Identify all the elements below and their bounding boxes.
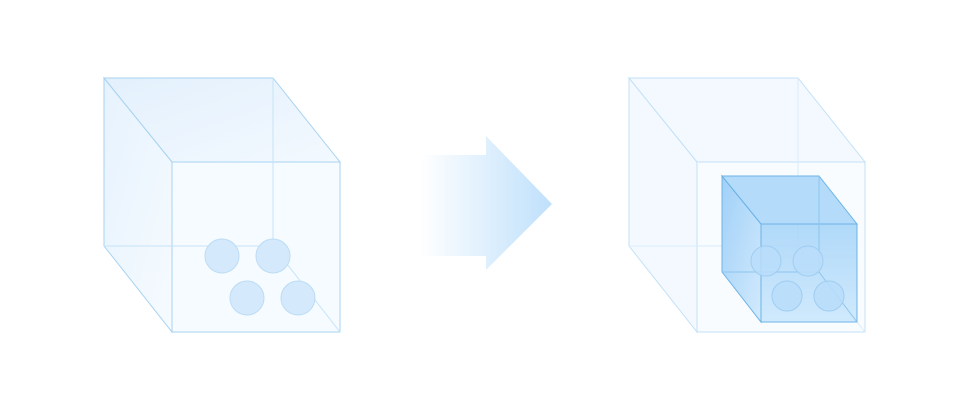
inner-compact-box <box>720 174 859 324</box>
ball <box>204 238 240 274</box>
ball <box>792 245 824 277</box>
arrow-shape <box>420 136 552 270</box>
ball <box>229 280 265 316</box>
ball <box>255 238 291 274</box>
ball <box>813 280 845 312</box>
left-container-box <box>102 76 342 334</box>
ball <box>750 245 782 277</box>
transform-arrow <box>420 136 552 270</box>
right-container-box <box>627 76 867 334</box>
ball <box>280 280 316 316</box>
left-ball-group <box>204 238 316 316</box>
right-ball-group <box>750 245 845 312</box>
ball <box>771 280 803 312</box>
